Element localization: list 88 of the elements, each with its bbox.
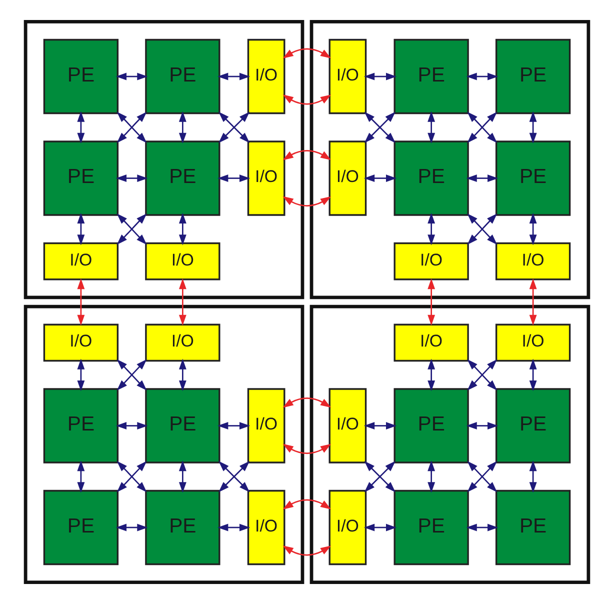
node-box: I/O [494, 324, 570, 362]
arrow [363, 422, 396, 430]
node-box: I/O [144, 324, 220, 362]
node-box: I/O [328, 140, 366, 216]
node-box: I/O [42, 242, 118, 280]
node-box: PE [42, 388, 118, 464]
node-box: PE [494, 140, 570, 216]
node-box: I/O [246, 140, 285, 216]
arrow [427, 212, 435, 246]
arrow [528, 212, 536, 246]
arrow [427, 278, 435, 326]
cluster [23, 20, 304, 300]
node-box: PE [144, 388, 220, 464]
arrow [282, 48, 331, 105]
arrow [217, 174, 250, 182]
arrow [76, 111, 84, 144]
arrow [528, 278, 536, 326]
arrow [218, 112, 250, 143]
arrow [427, 358, 435, 392]
arrow [76, 358, 84, 392]
node-box: I/O [42, 324, 118, 362]
arrow [363, 524, 396, 532]
arrow [178, 212, 186, 246]
node-box: PE [144, 490, 220, 566]
node-box: I/O [246, 38, 285, 114]
arrow [466, 524, 498, 532]
node-box: PE [42, 490, 118, 566]
arrow [116, 112, 146, 143]
arrow [466, 72, 498, 80]
arrow [466, 359, 497, 390]
node-box: PE [393, 140, 468, 216]
arrow [116, 214, 146, 245]
arrow [528, 358, 536, 392]
arrow [115, 422, 148, 430]
node-box: PE [144, 38, 220, 114]
arrow [178, 111, 186, 144]
arrow [282, 398, 331, 454]
arrow [363, 174, 396, 182]
node-box: PE [393, 388, 468, 464]
arrow [217, 72, 250, 80]
arrow [76, 278, 84, 326]
node-box: PE [494, 490, 570, 566]
arrow [116, 461, 146, 492]
node-box: PE [144, 140, 220, 216]
arrow [178, 460, 186, 493]
arrow [364, 112, 395, 143]
arrow [466, 461, 497, 492]
arrow [528, 111, 536, 144]
node-box: I/O [328, 38, 366, 114]
node-box: PE [393, 38, 468, 114]
arrow [115, 524, 148, 532]
cluster [309, 304, 590, 584]
arrow [427, 111, 435, 144]
cluster [309, 20, 590, 300]
cluster [23, 304, 304, 584]
node-box: PE [494, 38, 570, 114]
arrow [217, 422, 250, 430]
arrow [76, 460, 84, 493]
arrow [178, 278, 186, 326]
node-box: I/O [328, 388, 366, 464]
arrow [427, 460, 435, 493]
node-box: I/O [246, 490, 285, 566]
node-box: PE [42, 38, 118, 114]
arrow [76, 212, 84, 246]
arrow [528, 460, 536, 493]
arrow [115, 72, 148, 80]
node-box: PE [393, 490, 468, 566]
node-box: PE [42, 140, 118, 216]
node-box: I/O [246, 388, 285, 464]
arrow [466, 174, 498, 182]
arrow [282, 150, 331, 206]
node-box: I/O [328, 490, 366, 566]
arrow [218, 461, 250, 492]
arrow [466, 214, 497, 245]
arrow [466, 112, 497, 143]
node-box: PE [494, 388, 570, 464]
node-box: I/O [494, 242, 570, 280]
node-box: I/O [144, 242, 220, 280]
arrow [217, 524, 250, 532]
arrow [178, 358, 186, 392]
arrow [364, 461, 395, 492]
arrow [115, 174, 148, 182]
arrow [282, 499, 331, 556]
node-box: I/O [393, 324, 468, 362]
node-box: I/O [393, 242, 468, 280]
arrow [116, 359, 146, 390]
arrow [363, 72, 396, 80]
arrow [466, 422, 498, 430]
